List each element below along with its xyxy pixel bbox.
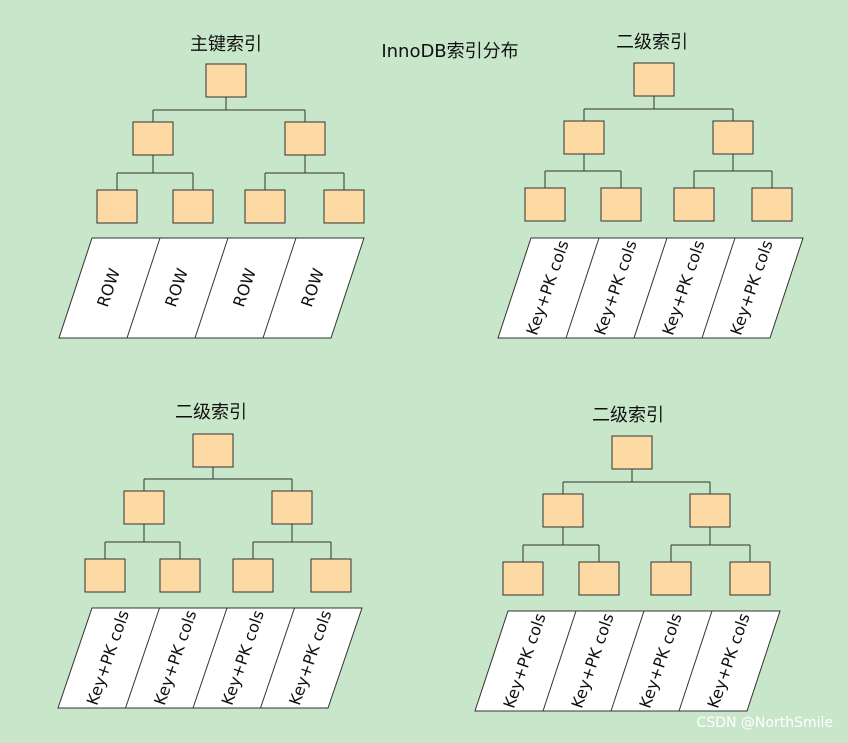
strip-divider: [126, 237, 161, 339]
connector-root: [583, 96, 734, 121]
strip-divider: [192, 607, 228, 709]
leaf-node: [751, 187, 793, 222]
tree-label: 二级索引: [175, 402, 247, 423]
connector-root: [152, 97, 306, 122]
strip-divider: [262, 237, 297, 339]
tree-label: 主键索引: [190, 34, 262, 55]
connector-branch: [252, 524, 332, 559]
leaf-node: [673, 187, 715, 222]
internal-node: [132, 121, 174, 156]
root-node: [192, 433, 234, 468]
tree-label: 二级索引: [592, 405, 664, 426]
connector-branch: [264, 155, 345, 190]
tree-label: 二级索引: [616, 32, 688, 53]
leaf-node: [96, 189, 138, 224]
internal-node: [123, 490, 165, 525]
watermark: CSDN @NorthSmile: [697, 715, 833, 731]
root-node: [205, 63, 247, 98]
leaf-node: [729, 561, 771, 596]
leaf-node: [172, 189, 214, 224]
strip-divider: [194, 237, 229, 339]
leaf-node: [578, 561, 620, 596]
connector-branch: [693, 154, 773, 188]
internal-node: [271, 490, 313, 525]
strip-divider: [260, 607, 295, 709]
strip-divider: [701, 237, 736, 339]
internal-node: [689, 493, 731, 528]
internal-node: [712, 120, 754, 155]
connector-branch: [104, 524, 181, 559]
root-node: [611, 435, 653, 470]
strip-divider: [610, 610, 645, 712]
strip-divider: [565, 237, 600, 339]
internal-node: [542, 493, 584, 528]
strip-divider: [633, 237, 668, 339]
leaf-node: [310, 558, 352, 593]
leaf-node: [323, 189, 365, 224]
root-node: [633, 62, 675, 97]
strip-divider: [542, 610, 577, 712]
leaf-node: [159, 558, 201, 593]
leaf-node: [502, 561, 544, 596]
connector-branch: [544, 154, 622, 188]
leaf-node: [244, 189, 286, 224]
internal-node: [563, 120, 605, 155]
strip-divider: [678, 610, 713, 712]
connector-branch: [670, 527, 751, 562]
connector-root: [562, 469, 711, 494]
leaf-node: [84, 558, 126, 593]
connector-branch: [116, 155, 194, 190]
connector-root: [143, 467, 293, 491]
strip-divider: [125, 607, 160, 709]
leaf-node: [600, 187, 642, 222]
leaf-node: [524, 187, 566, 222]
internal-node: [284, 121, 326, 156]
leaf-node: [650, 561, 692, 596]
connector-branch: [522, 527, 600, 562]
diagram-title: InnoDB索引分布: [381, 41, 518, 62]
leaf-node: [232, 558, 274, 593]
